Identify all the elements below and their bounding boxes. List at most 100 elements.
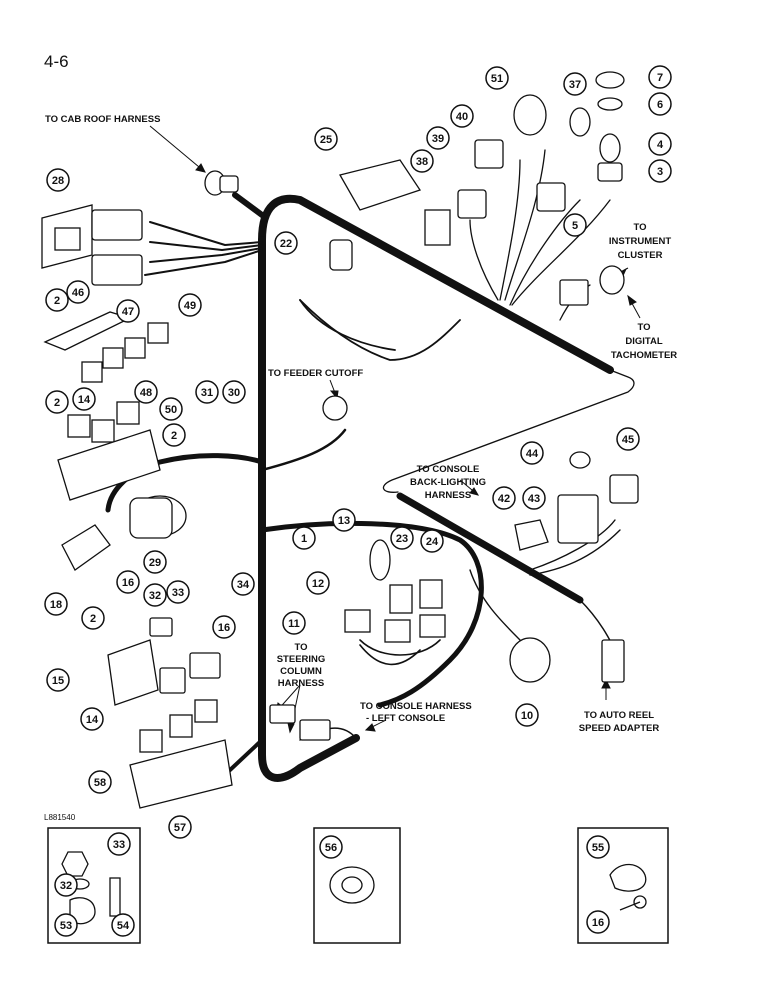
relay-47c [124, 337, 146, 359]
callout-37: 37 [563, 72, 587, 96]
label-auto-reel-2: SPEED ADAPTER [579, 723, 660, 734]
connector-steering-a [269, 704, 296, 724]
callout-number: 33 [172, 587, 184, 599]
part-42 [514, 519, 549, 551]
callout-4: 4 [648, 132, 672, 156]
switch-22 [329, 239, 353, 271]
plug-11a [344, 609, 371, 633]
switch-39 [457, 189, 487, 219]
part-13 [369, 539, 391, 581]
label-backlight-2: BACK-LIGHTING [410, 477, 486, 488]
callout-42: 42 [492, 486, 516, 510]
callout-54: 54 [111, 913, 135, 937]
callout-number: 2 [54, 397, 60, 409]
callout-39: 39 [426, 126, 450, 150]
callout-2: 2 [45, 390, 69, 414]
callout-32: 32 [54, 873, 78, 897]
relay-14c [116, 401, 140, 425]
detail-parts [61, 851, 647, 925]
switch-23 [389, 584, 413, 614]
callout-number: 7 [657, 72, 663, 84]
callout-number: 2 [90, 613, 96, 625]
relay-49 [147, 322, 169, 344]
callout-number: 39 [432, 133, 444, 145]
callout-number: 44 [526, 448, 539, 460]
callout-33: 33 [166, 580, 190, 604]
label-backlight-1: TO CONSOLE [417, 464, 480, 475]
connector-tach [599, 265, 625, 295]
callout-49: 49 [178, 293, 202, 317]
callout-number: 16 [592, 917, 604, 929]
callout-45: 45 [616, 427, 640, 451]
module-15 [107, 639, 159, 706]
relay-14d [139, 729, 163, 753]
callout-number: 14 [86, 714, 99, 726]
callout-16: 16 [586, 910, 610, 934]
callout-number: 2 [54, 295, 60, 307]
relay-47a [81, 361, 103, 383]
callout-number: 33 [113, 839, 125, 851]
callout-number: 1 [301, 533, 307, 545]
callout-number: 54 [117, 920, 130, 932]
part-4 [599, 133, 621, 163]
cover-18 [61, 524, 111, 571]
callout-number: 24 [426, 536, 439, 548]
callout-number: 42 [498, 493, 510, 505]
callout-55: 55 [586, 835, 610, 859]
callout-number: 10 [521, 710, 533, 722]
figure-ref: L881540 [44, 813, 76, 822]
part-7 [595, 71, 625, 89]
connector-16c [159, 667, 186, 694]
page-number: 4-6 [44, 52, 69, 71]
callout-number: 32 [60, 880, 72, 892]
callout-number: 57 [174, 822, 186, 834]
relay-bar-46 [43, 311, 132, 351]
callout-46: 46 [66, 280, 90, 304]
text-labels: TO CAB ROOF HARNESS TO INSTRUMENT CLUSTE… [44, 114, 677, 822]
callout-15: 15 [46, 668, 70, 692]
callout-28: 28 [46, 168, 70, 192]
callout-number: 29 [149, 557, 161, 569]
callout-number: 11 [288, 618, 300, 630]
fuse-block-25 [339, 159, 422, 211]
callout-16: 16 [116, 570, 140, 594]
callout-16: 16 [212, 615, 236, 639]
callout-40: 40 [450, 104, 474, 128]
callout-number: 50 [165, 404, 177, 416]
callout-29: 29 [143, 550, 167, 574]
label-steering-1: TO [294, 642, 307, 653]
callout-number: 2 [171, 430, 177, 442]
label-steering-2: STEERING [277, 654, 326, 665]
label-tach-2: DIGITAL [625, 336, 662, 347]
connector-16a [149, 617, 173, 637]
callout-number: 46 [72, 287, 84, 299]
callout-47: 47 [116, 299, 140, 323]
callout-number: 55 [592, 842, 604, 854]
label-instrument-3: CLUSTER [618, 250, 663, 261]
callout-11: 11 [282, 611, 306, 635]
callout-30: 30 [222, 380, 246, 404]
callout-number: 48 [140, 387, 152, 399]
callout-44: 44 [520, 441, 544, 465]
callout-number: 3 [657, 166, 663, 178]
callout-number: 23 [396, 533, 408, 545]
label-cab-roof: TO CAB ROOF HARNESS [45, 114, 160, 125]
callout-6: 6 [648, 92, 672, 116]
callout-number: 47 [122, 306, 134, 318]
relay-14e [169, 714, 193, 738]
callout-number: 34 [237, 579, 250, 591]
callout-number: 6 [657, 99, 663, 111]
callout-number: 45 [622, 434, 634, 446]
relay-14f [194, 699, 218, 723]
callout-18: 18 [44, 592, 68, 616]
callout-14: 14 [72, 387, 96, 411]
callout-number: 28 [52, 175, 64, 187]
callout-31: 31 [195, 380, 219, 404]
switch-5 [536, 182, 566, 212]
callout-51: 51 [485, 66, 509, 90]
callout-number: 22 [280, 238, 292, 250]
callout-number: 16 [218, 622, 230, 634]
callout-33: 33 [107, 832, 131, 856]
callout-2: 2 [45, 288, 69, 312]
